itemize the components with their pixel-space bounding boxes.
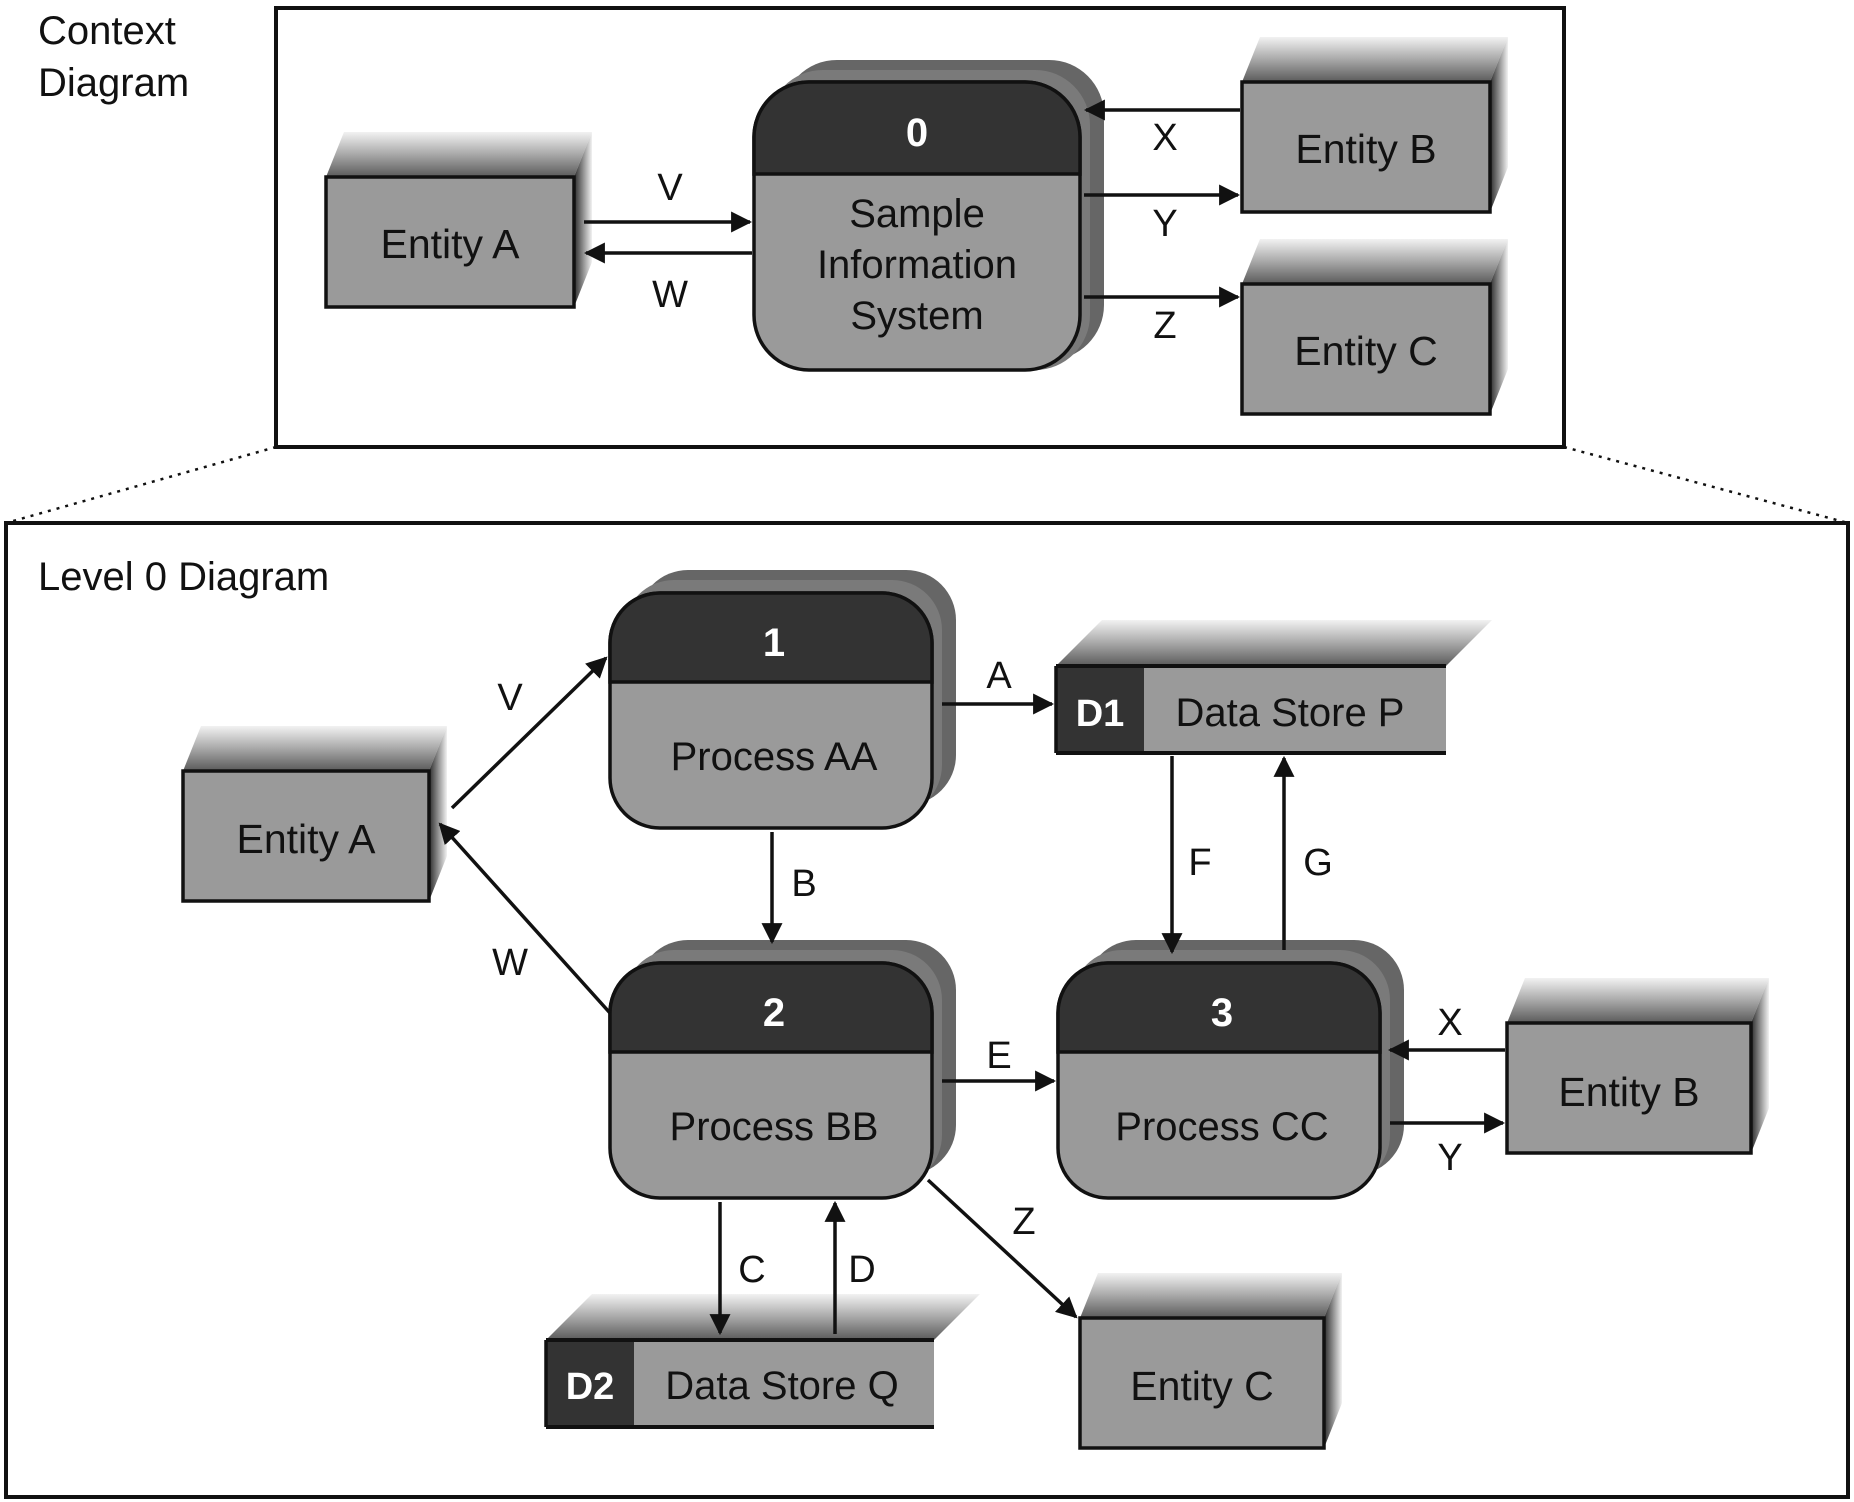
data-store-d1-label: Data Store P: [1175, 691, 1404, 735]
zoom-connector-left: [5, 445, 277, 525]
context-flow-x-label: X: [1152, 117, 1177, 159]
level0-process-3: 3 Process CC: [1056, 940, 1404, 1200]
process-2-label: Process BB: [670, 1105, 879, 1149]
flow-y-label: Y: [1437, 1137, 1462, 1179]
flow-v: [450, 656, 608, 810]
level0-entity-a-label: Entity A: [236, 816, 376, 862]
context-process-line1: Sample: [849, 192, 985, 236]
context-entity-b-label: Entity B: [1295, 126, 1436, 172]
context-process-line3: System: [850, 294, 983, 338]
context-entity-a-label: Entity A: [380, 221, 520, 267]
flow-w-label: W: [492, 942, 528, 984]
data-store-d2-id: D2: [566, 1366, 615, 1408]
context-flow-z-label: Z: [1153, 305, 1176, 347]
context-flow-v-label: V: [657, 167, 683, 209]
context-entity-c: Entity C: [1240, 239, 1508, 416]
flow-f-label: F: [1188, 842, 1211, 884]
context-title-line2: Diagram: [38, 61, 189, 105]
level0-entity-c: Entity C: [1078, 1273, 1342, 1450]
context-entity-b: Entity B: [1240, 37, 1508, 214]
level0-entity-b: Entity B: [1505, 978, 1769, 1155]
level0-frame: [4, 521, 1850, 1499]
context-title-line1: Context: [38, 9, 176, 53]
flow-z-label: Z: [1012, 1201, 1035, 1243]
level0-process-1: 1 Process AA: [608, 570, 956, 830]
level0-entity-c-label: Entity C: [1130, 1363, 1274, 1409]
process-3-label: Process CC: [1115, 1105, 1328, 1149]
flow-z: [926, 1178, 1078, 1319]
process-3-number: 3: [1211, 991, 1233, 1035]
flow-c-label: C: [738, 1249, 765, 1291]
flow-a-label: A: [986, 655, 1012, 697]
flow-g-label: G: [1303, 842, 1333, 884]
zoom-connector-right: [1563, 445, 1849, 525]
level0-process-2: 2 Process BB: [608, 940, 956, 1200]
flow-e-label: E: [986, 1035, 1011, 1077]
data-store-d2: D2 Data Store Q: [544, 1294, 980, 1429]
level0-entity-a: Entity A: [181, 726, 447, 903]
context-frame: [274, 6, 1566, 449]
context-process-number: 0: [906, 111, 928, 155]
data-store-d1-id: D1: [1076, 693, 1125, 735]
context-flow-y-label: Y: [1152, 203, 1177, 245]
data-store-d2-label: Data Store Q: [665, 1364, 898, 1408]
flow-d-label: D: [848, 1249, 875, 1291]
flow-w: [438, 822, 612, 1015]
flow-v-label: V: [497, 677, 523, 719]
context-flow-w-label: W: [652, 274, 688, 316]
flow-x-label: X: [1437, 1002, 1462, 1044]
context-entity-c-label: Entity C: [1294, 328, 1438, 374]
level0-title: Level 0 Diagram: [38, 555, 329, 599]
data-store-d1: D1 Data Store P: [1054, 620, 1492, 755]
context-process-0: 0 Sample Information System: [752, 60, 1104, 372]
level0-entity-b-label: Entity B: [1558, 1069, 1699, 1115]
flow-b-label: B: [791, 863, 816, 905]
context-process-line2: Information: [817, 243, 1017, 287]
process-1-label: Process AA: [671, 735, 878, 779]
level0-diagram: Level 0 Diagram Entity A Entity B Entity…: [4, 521, 1850, 1499]
process-1-number: 1: [763, 621, 785, 665]
context-diagram: Context Diagram Entity A Entity B Entity…: [38, 6, 1566, 449]
context-entity-a: Entity A: [324, 132, 592, 309]
process-2-number: 2: [763, 991, 785, 1035]
